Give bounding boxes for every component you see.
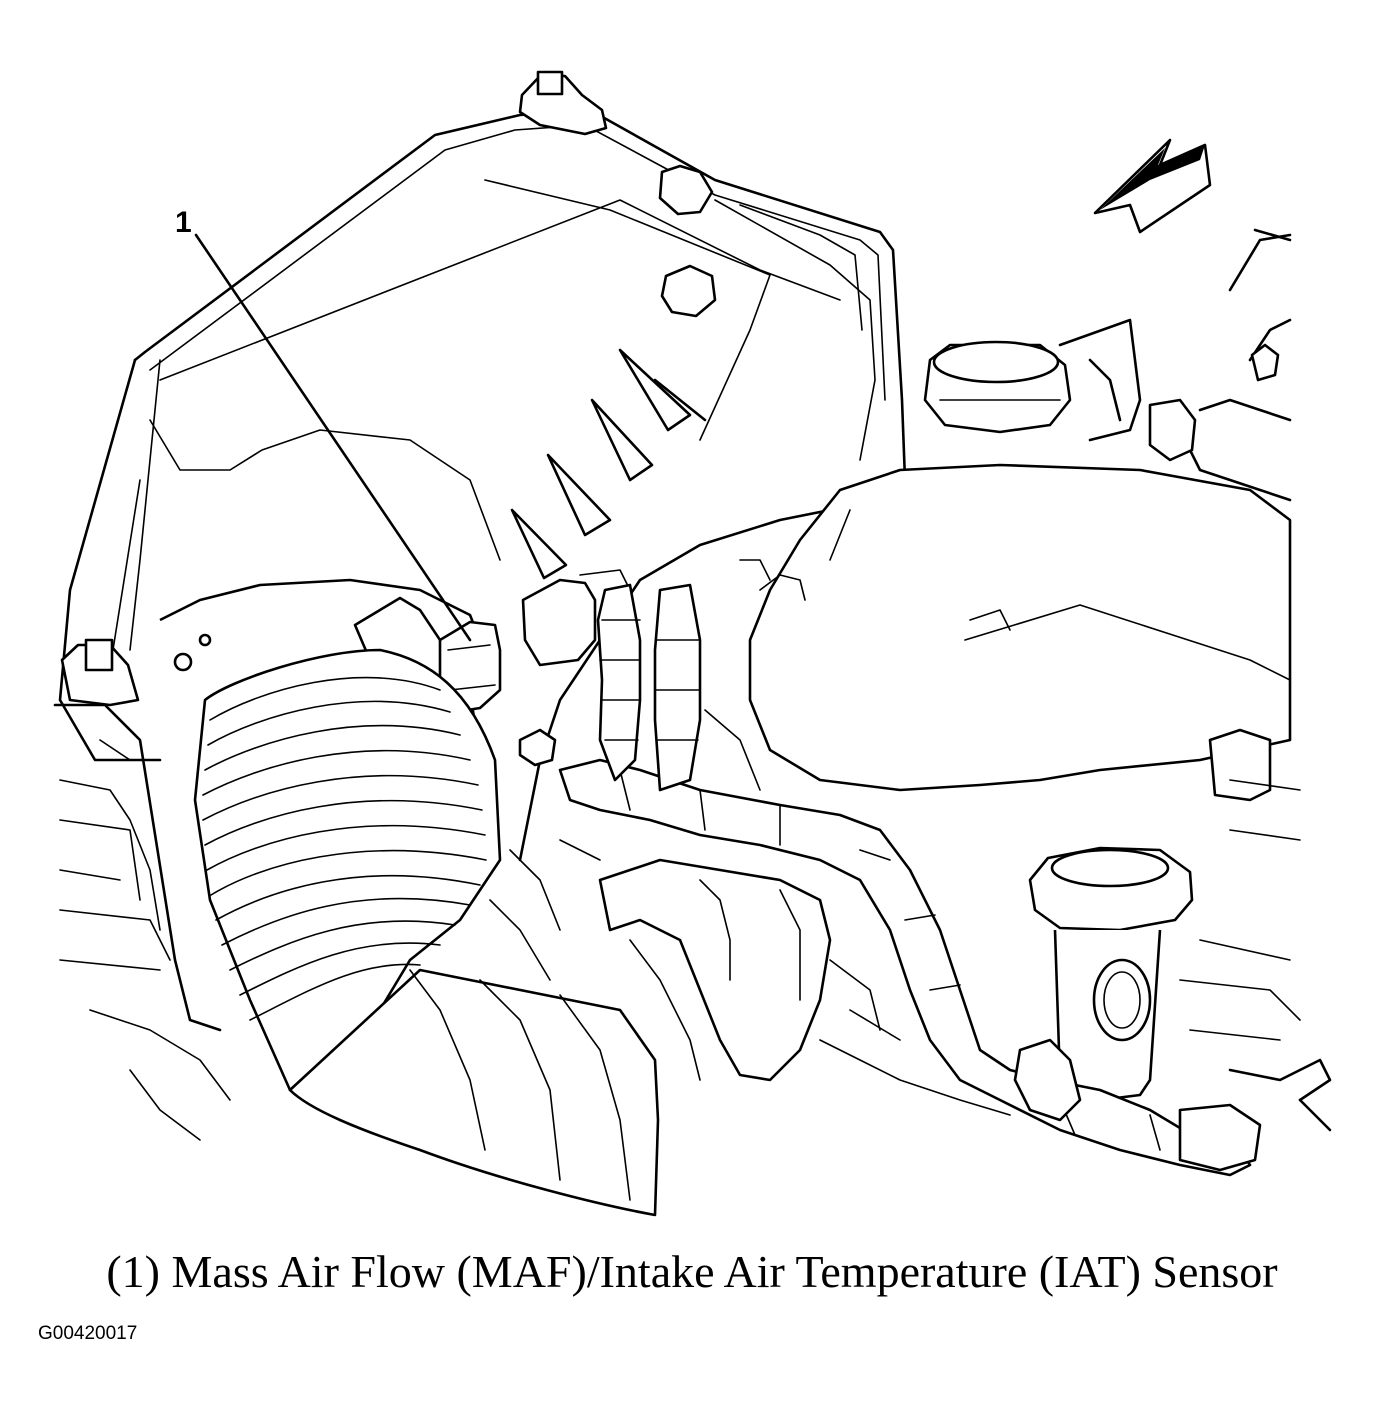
callout-1: 1: [175, 206, 472, 642]
figure-caption: (1) Mass Air Flow (MAF)/Intake Air Tempe…: [106, 1246, 1278, 1297]
callout-number: 1: [175, 206, 192, 239]
intake-duct: [193, 648, 660, 1217]
air-cleaner-housing: [58, 70, 907, 862]
front-direction-arrow-icon: [1093, 138, 1212, 234]
left-bracket: [53, 638, 231, 1141]
right-components: [558, 228, 1332, 1177]
figure-id: G00420017: [38, 1323, 138, 1344]
engine-side-lines: [489, 559, 1011, 1116]
